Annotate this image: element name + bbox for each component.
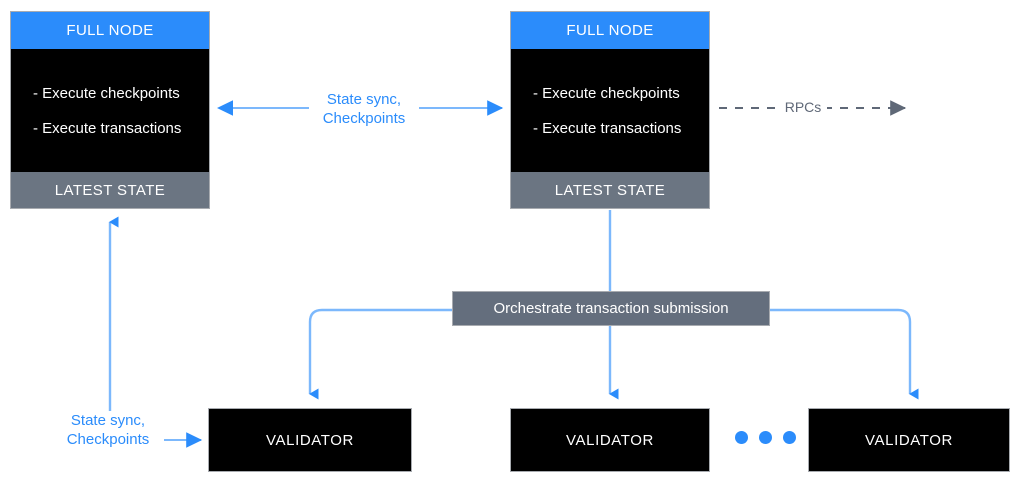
full-node-right-footer: LATEST STATE xyxy=(511,172,709,208)
orchestrate-transaction-submission-box[interactable]: Orchestrate transaction submission xyxy=(452,291,770,326)
full-node-left[interactable]: FULL NODE - Execute checkpoints - Execut… xyxy=(10,11,210,209)
full-node-right[interactable]: FULL NODE - Execute checkpoints - Execut… xyxy=(510,11,710,209)
full-node-left-body: - Execute checkpoints - Execute transact… xyxy=(11,49,209,172)
full-node-right-body: - Execute checkpoints - Execute transact… xyxy=(511,49,709,172)
validator-3[interactable]: VALIDATOR xyxy=(808,408,1010,472)
ellipsis-dot xyxy=(759,431,772,444)
edge-label-rpcs: RPCs xyxy=(779,99,827,116)
validators-ellipsis-icon xyxy=(735,431,796,444)
full-node-right-bullet-2: - Execute transactions xyxy=(533,119,682,137)
ellipsis-dot xyxy=(783,431,796,444)
validator-2[interactable]: VALIDATOR xyxy=(510,408,710,472)
full-node-left-bullet-2: - Execute transactions xyxy=(33,119,182,137)
validator-3-label: VALIDATOR xyxy=(865,431,953,449)
full-node-right-header: FULL NODE xyxy=(511,12,709,49)
validator-2-label: VALIDATOR xyxy=(566,431,654,449)
full-node-left-bullet-1: - Execute checkpoints xyxy=(33,84,180,102)
connector-orchestrator-to-validator-3 xyxy=(770,308,919,400)
orchestrator-label: Orchestrate transaction submission xyxy=(493,300,729,317)
connector-orchestrator-to-validator-1 xyxy=(308,308,452,400)
full-node-right-bullet-1: - Execute checkpoints xyxy=(533,84,680,102)
full-node-left-footer: LATEST STATE xyxy=(11,172,209,208)
edge-label-state-sync-into-validator: State sync, Checkpoints xyxy=(52,411,164,449)
validator-1-label: VALIDATOR xyxy=(266,431,354,449)
full-node-left-header: FULL NODE xyxy=(11,12,209,49)
ellipsis-dot xyxy=(735,431,748,444)
validator-1[interactable]: VALIDATOR xyxy=(208,408,412,472)
edge-label-state-sync-between-nodes: State sync, Checkpoints xyxy=(309,90,419,128)
